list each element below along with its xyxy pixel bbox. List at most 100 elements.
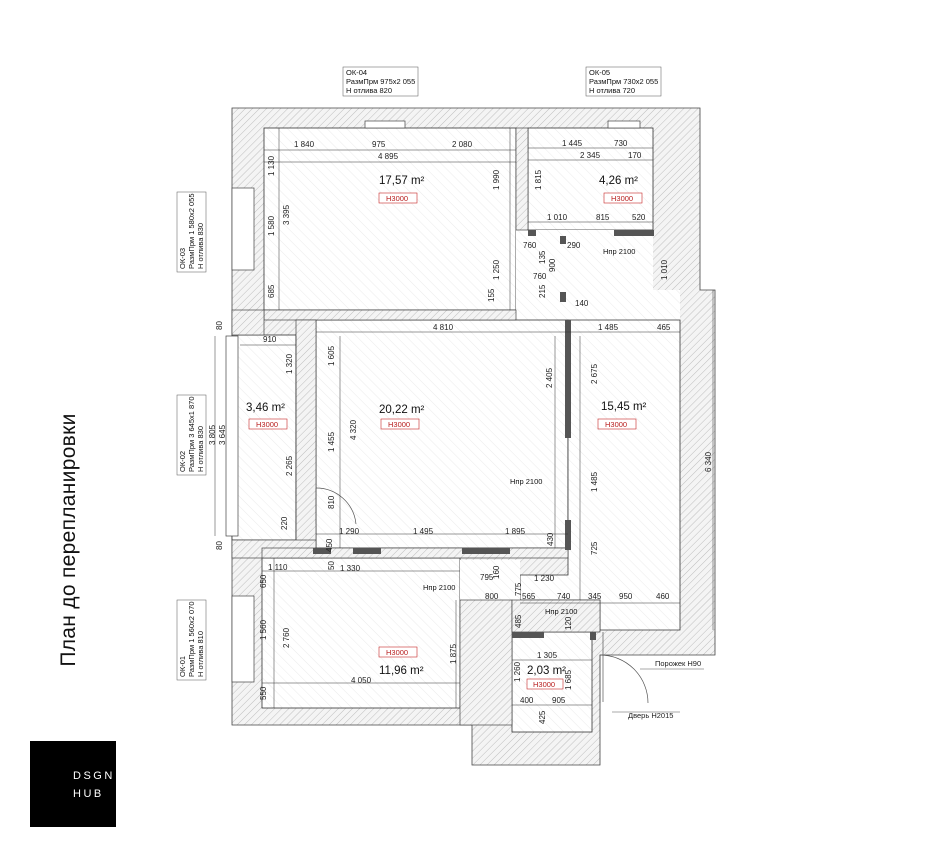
dimension-label: 1 305	[537, 651, 558, 660]
room-area: 11,96 m²	[379, 665, 424, 677]
dimension-label: 910	[263, 335, 277, 344]
dimension-label: 1 130	[267, 155, 276, 176]
dimension-label: 3 395	[282, 204, 291, 225]
dimension-label: 650	[259, 574, 268, 588]
room-height-tag: Н3000	[388, 420, 410, 429]
dimension-label: 2 760	[282, 627, 291, 648]
dimension-label: 950	[619, 592, 633, 601]
dimension-label: 4 320	[349, 419, 358, 440]
dimension-label: 685	[267, 284, 276, 298]
logo-line2: HUB	[73, 788, 104, 800]
room-labels: 17,57 m² Н3000 4,26 m² Н3000 3,46 m² Н30…	[246, 175, 647, 690]
dimension-label: 1 895	[505, 527, 526, 536]
dimension-label: 425	[538, 710, 547, 724]
room-3-46	[231, 334, 297, 541]
dimension-labels-vertical: 1 130 3 395 1 580 685 1 990 1 250 155 1 …	[208, 155, 713, 724]
dimension-label: 160	[492, 565, 501, 579]
dimension-label: 1 560	[259, 619, 268, 640]
ok03-size: РазмПрм 1 580x2 055	[187, 193, 196, 269]
dimension-label: 2 675	[590, 363, 599, 384]
ok04-sill: Н отлива 820	[346, 86, 392, 95]
dimension-label: 6 340	[704, 451, 713, 472]
opening-height: Нпр 2100	[603, 247, 635, 256]
room-height-tag: Н3000	[611, 194, 633, 203]
dimension-label: 810	[327, 495, 336, 509]
dimension-label: 1 605	[327, 345, 336, 366]
room-area: 2,03 m²	[527, 665, 566, 677]
ok01-sill: Н отлива 810	[196, 631, 205, 677]
dimension-label: 80	[215, 541, 224, 550]
logo-line1: DSGN	[73, 770, 115, 782]
dimension-label: 220	[280, 516, 289, 530]
door-note: Дверь Н2015	[628, 711, 673, 720]
window-ok-03	[231, 187, 255, 271]
dimension-label: 725	[590, 541, 599, 555]
dimension-label: 2 405	[545, 367, 554, 388]
dimension-label: 1 990	[492, 169, 501, 190]
dimension-lines	[214, 128, 714, 708]
dimension-label: 1 815	[534, 169, 543, 190]
dimension-label: 4 050	[351, 676, 372, 685]
threshold-note: Порожек Н90	[655, 659, 701, 668]
room-height-tag: Н3000	[533, 680, 555, 689]
ok02-size: РазмПрм 3 645x1 870	[187, 396, 196, 472]
dimension-label: 4 895	[378, 152, 399, 161]
room-area: 3,46 m²	[246, 402, 285, 414]
dimension-label: 905	[552, 696, 566, 705]
dimension-label: 135	[538, 250, 547, 264]
dimension-label: 4 810	[433, 323, 454, 332]
corridor-lower	[460, 560, 520, 600]
dimension-label: 120	[564, 616, 573, 630]
dimension-label: 815	[596, 213, 610, 222]
dimension-label: 450	[325, 538, 334, 552]
bearing-walls	[313, 230, 654, 640]
dimension-label: 2 345	[580, 151, 601, 160]
dimension-label: 2 080	[452, 140, 473, 149]
opening-height: Нпр 2100	[510, 477, 542, 486]
dimension-label: 465	[657, 323, 671, 332]
logo: DSGN HUB	[30, 741, 116, 827]
dimension-label: 1 110	[268, 563, 288, 572]
dimension-label: 1 485	[590, 471, 599, 492]
room-area: 20,22 m²	[379, 404, 425, 416]
room-height-tag: Н3000	[256, 420, 278, 429]
dimension-label: 460	[656, 592, 670, 601]
ok03-sill: Н отлива 830	[196, 223, 205, 269]
dimension-label: 1 455	[327, 431, 336, 452]
dimension-label: 520	[632, 213, 646, 222]
ok05-id: ОК-05	[589, 68, 610, 77]
ok04-size: РазмПрм 975x2 055	[346, 77, 415, 86]
dimension-label: 155	[487, 288, 496, 302]
opening-labels: Нпр 2100 Нпр 2100 Нпр 2100 Нпр 2100	[423, 247, 635, 616]
dimension-label: 1 330	[340, 564, 361, 573]
ok02-sill: Н отлива 830	[196, 426, 205, 472]
ok01-size: РазмПрм 1 560x2 070	[187, 601, 196, 677]
window-callouts: ОК-04 РазмПрм 975x2 055 Н отлива 820 ОК-…	[176, 66, 662, 681]
room-height-tag: Н3000	[386, 648, 408, 657]
dimension-label: 795	[480, 573, 494, 582]
dimension-label: 1 445	[562, 139, 583, 148]
dimension-label: 3 645	[218, 424, 227, 445]
ok03-id: ОК-03	[178, 248, 187, 269]
dimension-label: 900	[548, 258, 557, 272]
dimension-label: 3 805	[208, 424, 217, 445]
room-height-tag: Н3000	[605, 420, 627, 429]
dimension-label: 290	[567, 241, 581, 250]
page-title: План до перепланировки	[38, 380, 100, 700]
dimension-label: 550	[259, 686, 268, 700]
room-20-22	[315, 319, 569, 549]
dimension-label: 345	[588, 592, 602, 601]
dimension-label: 565	[522, 592, 536, 601]
opening-height: Нпр 2100	[423, 583, 455, 592]
dimension-label: 215	[538, 284, 547, 298]
dimension-label: 1 840	[294, 140, 315, 149]
dimension-label: 140	[575, 299, 589, 308]
dimension-labels: 1 840 975 2 080 4 895 1 445 730 2 345 17…	[263, 139, 671, 705]
interior-walls	[231, 127, 601, 726]
page-title-text: План до перепланировки	[57, 413, 80, 667]
room-area: 15,45 m²	[601, 401, 647, 413]
room-11-96	[261, 557, 461, 709]
window-ok-04	[364, 120, 406, 129]
ok01-id: ОК-01	[178, 656, 187, 677]
window-ok-01	[231, 595, 255, 683]
